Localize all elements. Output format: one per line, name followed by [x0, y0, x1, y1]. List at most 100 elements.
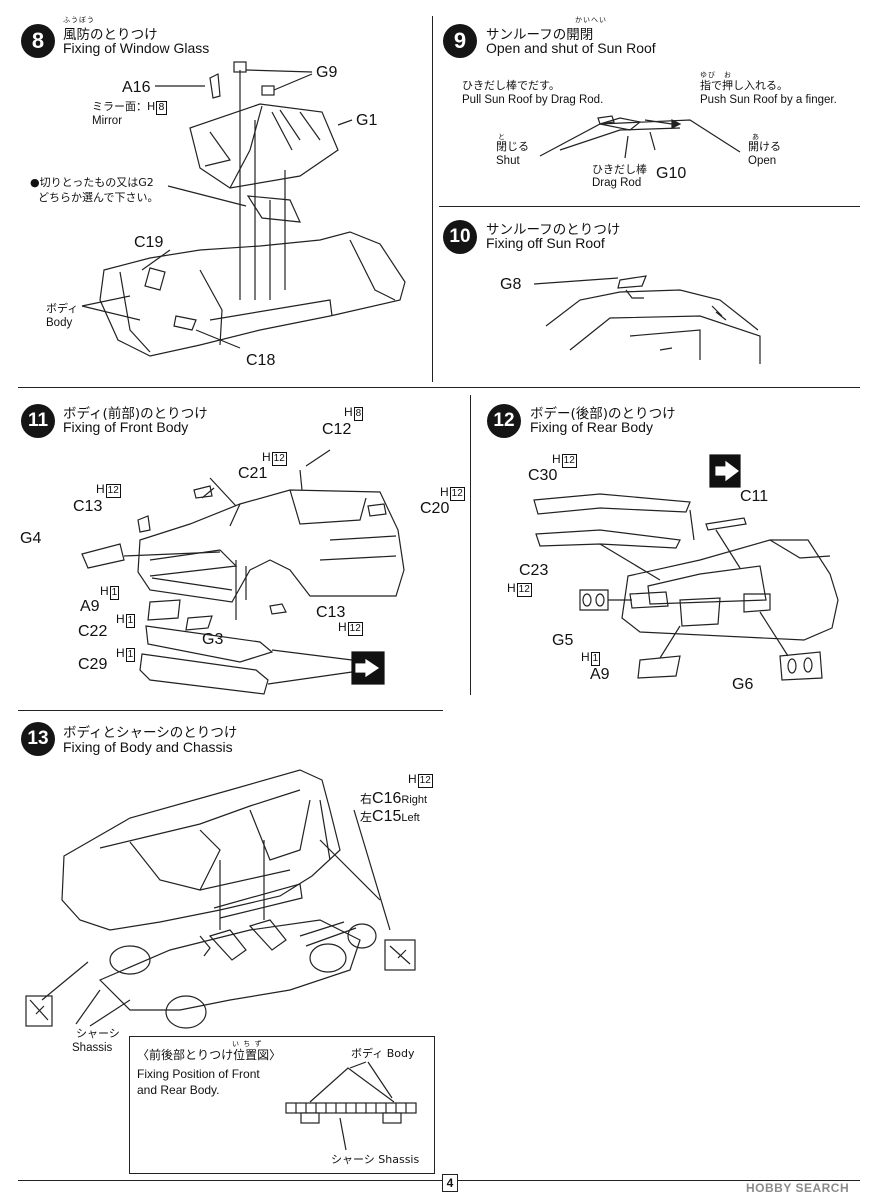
- shut-rubi: と: [498, 133, 506, 141]
- shut-label-en: Shut: [496, 155, 520, 167]
- step-10-badge: 10: [443, 220, 477, 254]
- part-label-c22: C22: [78, 623, 108, 640]
- step-9-sunroof-drawing: [539, 115, 741, 159]
- step-9-badge: 9: [443, 24, 477, 58]
- step-10-title-en: Fixing off Sun Roof: [486, 235, 605, 251]
- part-label-g8: G8: [500, 276, 522, 293]
- push-instruction-jp: 指で押し入れる。: [700, 79, 788, 92]
- divider-vertical-mid: [470, 395, 471, 695]
- part-label-c29: C29: [78, 656, 108, 673]
- part-label-c18: C18: [246, 352, 276, 369]
- step-13-flip-icons: [25, 939, 416, 1027]
- part-label-c16-right: 右C16Right: [360, 790, 428, 807]
- step-11-title-jp: ボディ(前部)のとりつけ: [63, 406, 208, 422]
- drag-instruction-en: Pull Sun Roof by Drag Rod.: [462, 94, 604, 106]
- part-label-g4: G4: [20, 530, 42, 547]
- part-label-g3: G3: [202, 631, 224, 648]
- open-rubi: あ: [752, 133, 760, 141]
- part-label-c13-lower: C13: [316, 604, 346, 621]
- part-label-c30: C30: [528, 467, 558, 484]
- position-diagram-title-en-2: and Rear Body.: [137, 1083, 220, 1097]
- open-label-en: Open: [748, 155, 777, 167]
- part-label-a9-front: A9: [80, 598, 100, 615]
- part-label-g1: G1: [356, 112, 378, 129]
- step-10-title-jp: サンルーフのとりつけ: [486, 222, 621, 238]
- part-label-g9: G9: [316, 64, 338, 81]
- divider-bottom: [18, 1180, 860, 1181]
- open-label-jp: 開ける: [748, 140, 781, 153]
- position-diagram-chassis-label: シャーシ Shassis: [331, 1153, 420, 1166]
- part-label-g10: G10: [656, 165, 687, 182]
- step-12-badge: 12: [487, 404, 521, 438]
- step-13-badge: 13: [21, 722, 55, 756]
- step-13-title-jp: ボディとシャーシのとりつけ: [63, 725, 238, 741]
- part-label-g6: G6: [732, 676, 754, 693]
- body-label-jp: ボディ: [46, 302, 79, 315]
- step-12-title-jp: ボデー(後部)のとりつけ: [530, 406, 676, 422]
- step-10-sunroof-car-drawing: [533, 275, 761, 364]
- drag-rod-label-en: Drag Rod: [592, 177, 642, 189]
- position-diagram-title-en-1: Fixing Position of Front: [137, 1067, 260, 1081]
- chassis-label-jp: シャーシ: [76, 1027, 120, 1040]
- page-number: 4: [442, 1174, 458, 1192]
- shut-label-jp: 閉じる: [496, 140, 529, 153]
- step-12-title-en: Fixing of Rear Body: [530, 419, 653, 435]
- position-diagram-box: [129, 1036, 435, 1174]
- divider-step9-step10: [439, 206, 860, 207]
- part-label-a9-rear: A9: [590, 666, 610, 683]
- part-label-c15-left: 左C15Left: [360, 808, 420, 825]
- step-11-front-body-drawing: [81, 449, 405, 695]
- position-diagram-title-jp: 〈前後部とりつけ位置図〉: [137, 1048, 282, 1062]
- part-label-c12: C12: [322, 421, 352, 438]
- position-diagram-rubi: い ち ず: [232, 1040, 263, 1048]
- drag-instruction-jp: ひきだし棒でだす。: [462, 79, 560, 92]
- note-line-1: ●切りとったもの又はG2: [30, 176, 154, 189]
- part-label-c11: C11: [740, 488, 769, 505]
- part-label-c23: C23: [519, 562, 549, 579]
- step-8-badge: 8: [21, 24, 55, 58]
- part-label-c21: C21: [238, 465, 268, 482]
- step-13-title-en: Fixing of Body and Chassis: [63, 739, 233, 755]
- body-label-en: Body: [46, 317, 73, 329]
- position-diagram-body-label: ボディ Body: [351, 1047, 415, 1060]
- divider-row1: [18, 387, 860, 388]
- step-8-title-jp: 風防のとりつけ: [63, 27, 158, 43]
- drag-rod-label-jp: ひきだし棒: [592, 163, 647, 176]
- step-12-rear-body-drawing: [533, 493, 839, 681]
- part-label-c13-upper: C13: [73, 498, 103, 515]
- watermark-logo: HOBBY SEARCH: [746, 1181, 849, 1195]
- step-13-body-shell-drawing: [61, 769, 341, 931]
- divider-vertical-top: [432, 16, 433, 382]
- step-8-rubi: ふうぼう: [63, 16, 95, 24]
- part-label-a16: A16: [122, 79, 151, 96]
- step-11-flip-direction-icon: [351, 651, 385, 685]
- part-label-c19: C19: [134, 234, 164, 251]
- step-13-leader-lines: [41, 809, 391, 1027]
- step-9-title-jp: サンルーフの開閉: [486, 27, 594, 43]
- step-8-window-glass-drawing: [155, 61, 353, 223]
- step-12-flip-direction-icon: [709, 454, 741, 488]
- push-instruction-en: Push Sun Roof by a finger.: [700, 94, 837, 106]
- part-label-g5: G5: [552, 632, 574, 649]
- position-diagram-cross-section: [285, 1061, 417, 1151]
- step-11-title-en: Fixing of Front Body: [63, 419, 189, 435]
- mirror-label-en: Mirror: [92, 115, 123, 127]
- note-line-2: どちらか選んで下さい。: [38, 191, 159, 204]
- part-label-c20: C20: [420, 500, 450, 517]
- step-11-badge: 11: [21, 404, 55, 438]
- watermark-text: HOBBY SEARCH: [746, 1181, 850, 1195]
